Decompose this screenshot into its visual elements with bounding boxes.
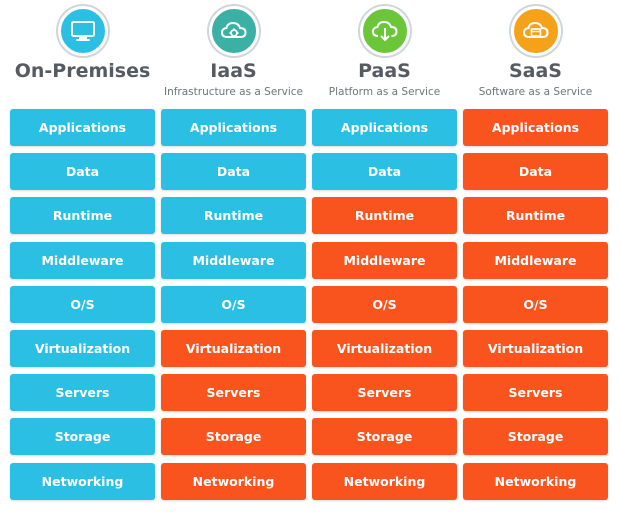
column-iaas: IaaS Infrastructure as a Service Applica… bbox=[161, 0, 306, 500]
cloud-gear-icon bbox=[208, 6, 259, 56]
stack-layer-networking: Networking bbox=[463, 462, 608, 500]
column-header: PaaS Platform as a Service bbox=[312, 0, 457, 108]
column-subtitle: Software as a Service bbox=[478, 86, 593, 98]
column-title: IaaS bbox=[210, 60, 257, 82]
stack-layer-virtualization: Virtualization bbox=[161, 330, 306, 367]
stack-layer-middleware: Middleware bbox=[161, 241, 306, 279]
stack-layer-applications: Applications bbox=[312, 109, 457, 146]
column-subtitle: Platform as a Service bbox=[328, 86, 441, 98]
stack-layer-data: Data bbox=[463, 153, 608, 191]
stack-layer-middleware: Middleware bbox=[10, 241, 155, 279]
column-header: SaaS Software as a Service bbox=[463, 0, 608, 108]
stack-layer-runtime: Runtime bbox=[312, 197, 457, 235]
stack-layer-runtime: Runtime bbox=[463, 197, 608, 235]
stack-layer-o-s: O/S bbox=[161, 285, 306, 323]
stack-layer-storage: Storage bbox=[463, 418, 608, 456]
stack-layer-virtualization: Virtualization bbox=[10, 330, 155, 367]
column-subtitle: Infrastructure as a Service bbox=[163, 86, 303, 98]
stack-layer-applications: Applications bbox=[463, 109, 608, 146]
cloud-window-icon bbox=[510, 6, 561, 56]
column-header: IaaS Infrastructure as a Service bbox=[161, 0, 306, 108]
stack-layer-virtualization: Virtualization bbox=[463, 330, 608, 367]
stack-layer-servers: Servers bbox=[463, 374, 608, 412]
column-header: On-Premises bbox=[10, 0, 155, 108]
stack-layer-servers: Servers bbox=[312, 374, 457, 412]
stack-layer-data: Data bbox=[10, 153, 155, 191]
stack-layer-middleware: Middleware bbox=[463, 241, 608, 279]
column-title: SaaS bbox=[508, 60, 562, 82]
stack-layer-virtualization: Virtualization bbox=[312, 330, 457, 367]
column-title: On-Premises bbox=[14, 60, 151, 82]
stack-layer-o-s: O/S bbox=[10, 285, 155, 323]
stack-layer-data: Data bbox=[161, 153, 306, 191]
stack-layer-networking: Networking bbox=[10, 462, 155, 500]
cloud-download-icon bbox=[359, 6, 410, 56]
stack-layer-storage: Storage bbox=[161, 418, 306, 456]
stack-layer-networking: Networking bbox=[161, 462, 306, 500]
column-title: PaaS bbox=[358, 60, 411, 82]
stack-layer-storage: Storage bbox=[312, 418, 457, 456]
stack-layer-servers: Servers bbox=[161, 374, 306, 412]
stack-layer-networking: Networking bbox=[312, 462, 457, 500]
stack-layer-o-s: O/S bbox=[463, 285, 608, 323]
monitor-icon bbox=[57, 6, 108, 56]
stack-layer-o-s: O/S bbox=[312, 285, 457, 323]
stack-layer-applications: Applications bbox=[10, 109, 155, 146]
stack-layer-data: Data bbox=[312, 153, 457, 191]
stack-layer-applications: Applications bbox=[161, 109, 306, 146]
stack-layer-servers: Servers bbox=[10, 374, 155, 412]
stack-layer-runtime: Runtime bbox=[161, 197, 306, 235]
stack-layer-runtime: Runtime bbox=[10, 197, 155, 235]
stack-layer-middleware: Middleware bbox=[312, 241, 457, 279]
stack-layer-storage: Storage bbox=[10, 418, 155, 456]
